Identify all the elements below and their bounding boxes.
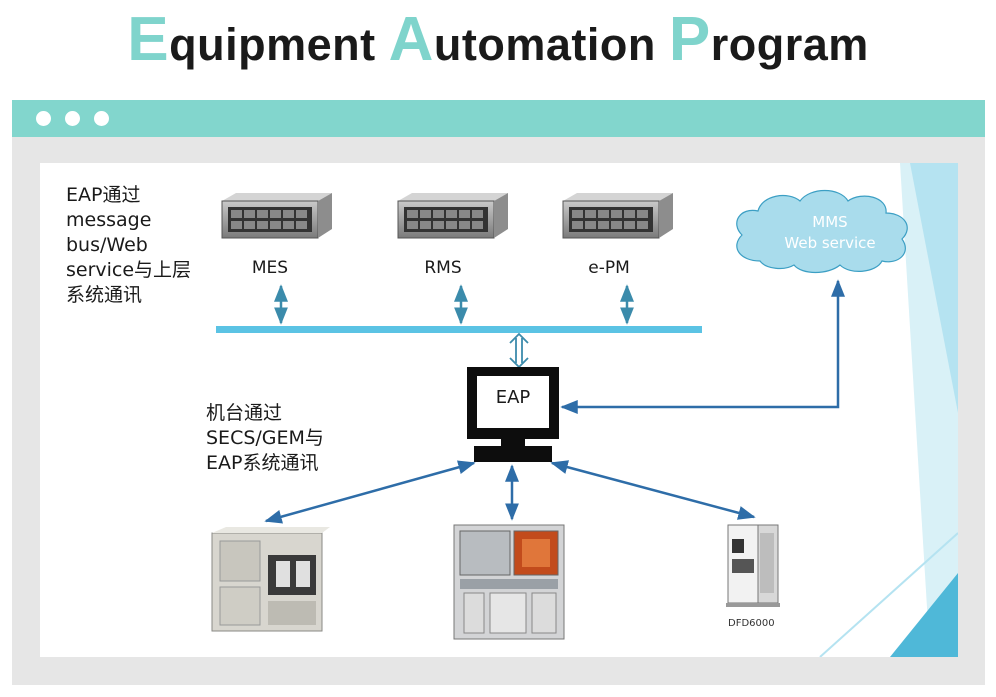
middle-note: 机台通过 SECS/GEM与 EAP系统通讯 [206, 402, 324, 474]
eap-monitor-icon [467, 367, 559, 462]
bus-eap-arrow [509, 332, 529, 369]
top-note: EAP通过 message bus/Web service与上层 系统通讯 [66, 184, 192, 306]
eap-machine1-arrow [264, 460, 476, 524]
server-rms-icon [397, 193, 508, 239]
cloud-eap-arrow [560, 279, 845, 414]
architecture-diagram [211, 163, 958, 657]
cloud-label-line1: MMS [812, 213, 848, 231]
server-label-epm: e-PM [588, 258, 630, 278]
window-dot-icon [94, 111, 109, 126]
machine-3-icon [726, 524, 780, 607]
browser-window: EAP通过 message bus/Web service与上层 系统通讯 机台… [12, 100, 985, 685]
machine-1-icon [211, 527, 330, 632]
server-label-rms: RMS [424, 258, 462, 278]
corner-decoration [819, 163, 958, 657]
window-dot-icon [36, 111, 51, 126]
diagram-canvas: EAP通过 message bus/Web service与上层 系统通讯 机台… [40, 163, 958, 657]
cloud-label-line2: Web service [784, 234, 876, 252]
page-title: Equipment Automation Program [127, 5, 869, 74]
window-dot-icon [65, 111, 80, 126]
server-mes-icon [221, 193, 332, 239]
eap-label: EAP [495, 387, 531, 408]
server-label-mes: MES [251, 258, 289, 278]
cloud-label: MMS Web service [760, 212, 900, 254]
mms-cloud-icon [736, 189, 908, 274]
eap-machine3-arrow [550, 460, 756, 520]
machine-3-label: DFD6000 [728, 618, 775, 629]
machine-2-icon [453, 524, 565, 640]
server-epm-icon [562, 193, 673, 239]
window-title-bar [12, 100, 985, 137]
message-bus [216, 326, 702, 333]
